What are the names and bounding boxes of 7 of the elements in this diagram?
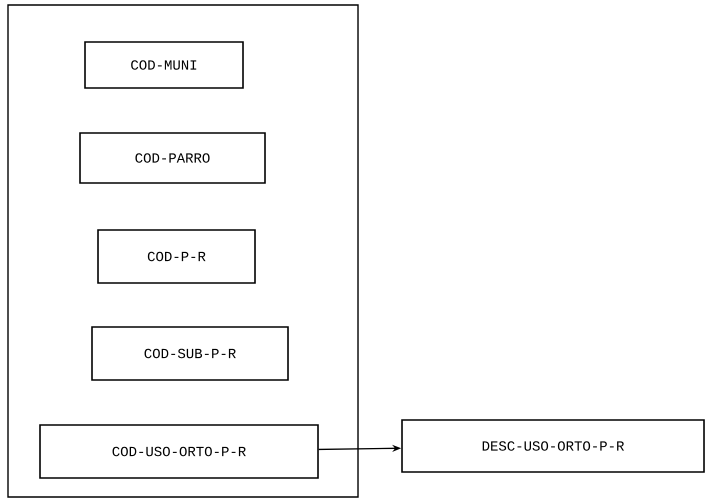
container-box [7,4,359,498]
entity-box: COD-SUB-P-R [91,326,289,381]
entity-box: COD-P-R [97,229,256,284]
entity-box: COD-USO-ORTO-P-R [39,424,319,479]
entity-box: COD-MUNI [84,41,244,89]
entity-box: DESC-USO-ORTO-P-R [401,419,705,473]
entity-box: COD-PARRO [79,132,266,184]
